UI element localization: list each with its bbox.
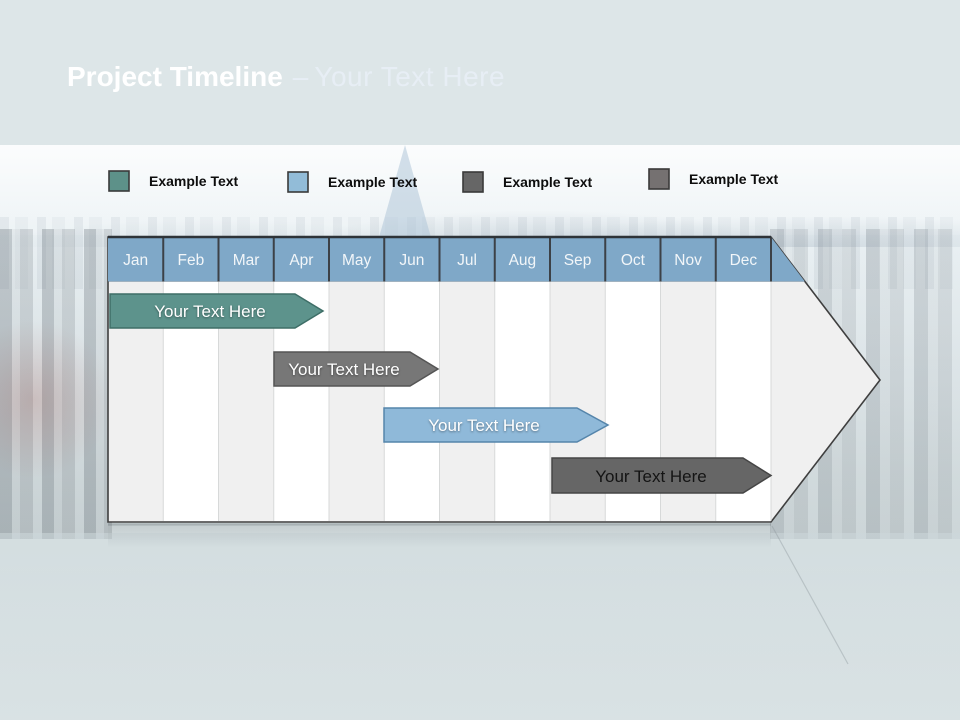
gantt-bar — [109, 293, 325, 329]
month-label: Sep — [564, 252, 592, 269]
legend-swatch-rect — [462, 171, 484, 193]
legend-swatch-teal — [108, 170, 130, 192]
month-label: Aug — [509, 252, 537, 269]
legend-item-3: Example Text — [462, 171, 592, 193]
legend-swatch-rect — [648, 168, 670, 190]
month-label: Feb — [178, 252, 205, 269]
legend-swatch-gray — [648, 168, 670, 190]
gantt-bar — [273, 351, 440, 387]
month-label: Jun — [399, 252, 424, 269]
legend-label: Example Text — [689, 171, 779, 187]
page-title: Project Timeline–Your Text Here — [67, 61, 506, 93]
column-stripe — [384, 282, 440, 521]
legend-swatch-darkgray — [462, 171, 484, 193]
month-label: Mar — [233, 252, 260, 269]
column-stripe — [494, 282, 550, 521]
month-header-separators — [162, 237, 772, 282]
month-label: Jul — [457, 252, 477, 269]
legend-label: Example Text — [149, 173, 239, 189]
legend-label: Example Text — [503, 174, 593, 190]
gantt-bar-row-4: Your Text Here — [551, 457, 773, 494]
gantt-bar-label: Your Text Here — [288, 360, 400, 379]
month-label: Apr — [289, 252, 313, 269]
legend-swatch-lightblue — [287, 171, 309, 193]
gantt-bar-row-3: Your Text Here — [383, 407, 610, 443]
gantt-bar-label: Your Text Here — [595, 467, 707, 486]
month-label: Oct — [621, 252, 646, 269]
title-band: Project Timeline–Your Text Here — [0, 0, 960, 145]
title-main: Project Timeline — [67, 61, 283, 92]
legend-item-4: Example Text — [648, 168, 778, 190]
month-labels: Jan Feb Mar Apr May Jun Jul Aug Sep Oct … — [123, 252, 757, 269]
month-header-band — [108, 237, 805, 282]
month-label: Jan — [123, 252, 148, 269]
month-label: Dec — [730, 252, 758, 269]
title-subtitle: Your Text Here — [314, 61, 506, 92]
gantt-bar-label: Your Text Here — [428, 416, 540, 435]
legend-label: Example Text — [328, 174, 418, 190]
gantt-bar-row-2: Your Text Here — [273, 351, 440, 387]
legend-swatch-rect — [287, 171, 309, 193]
gantt-bar-row-1: Your Text Here — [109, 293, 325, 329]
gantt-bar — [383, 407, 610, 443]
month-label: May — [342, 252, 372, 269]
legend-item-2: Example Text — [287, 171, 417, 193]
gantt-bar-label: Your Text Here — [154, 302, 266, 321]
title-separator: – — [292, 61, 309, 92]
table-reflection — [108, 523, 849, 665]
gantt-bar — [551, 457, 773, 494]
legend-item-1: Example Text — [108, 170, 238, 192]
month-label: Nov — [674, 252, 702, 269]
legend-swatch-rect — [108, 170, 130, 192]
